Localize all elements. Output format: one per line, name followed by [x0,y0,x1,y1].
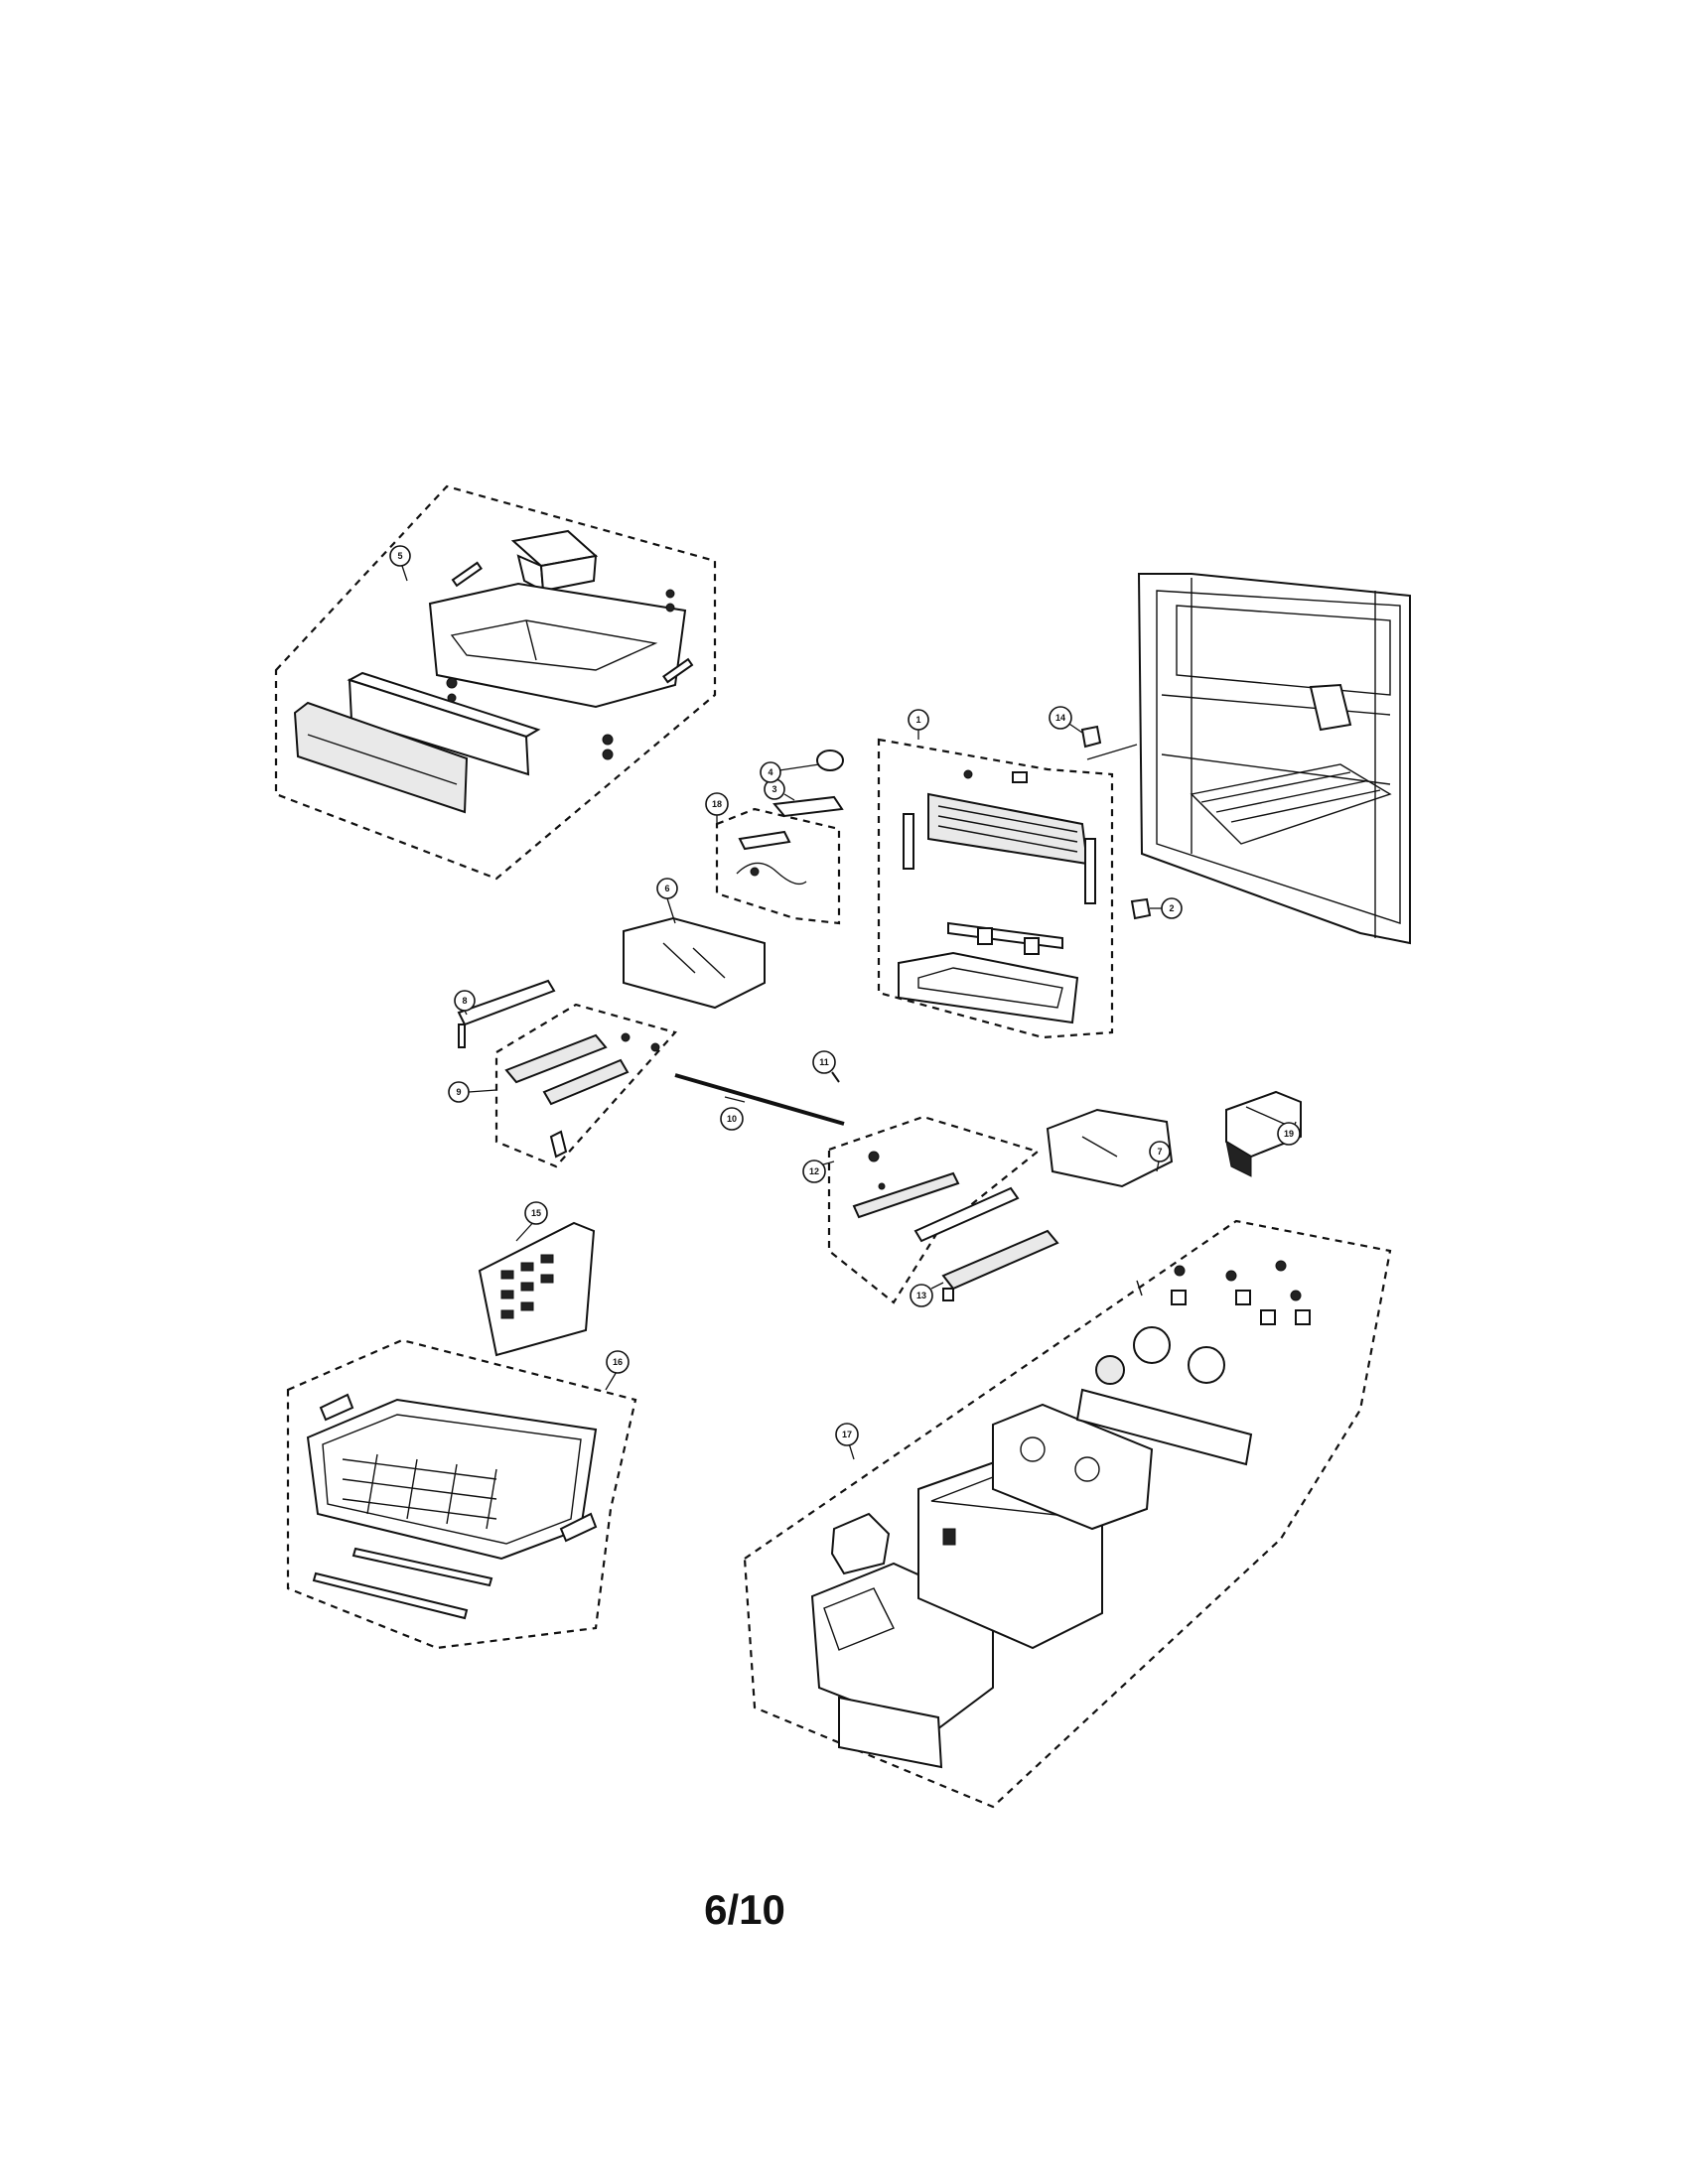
part-6-cover [623,916,766,1010]
assembly-18 [715,807,841,925]
callout-6: 6 [656,878,678,899]
assembly-5-upper-drawer [274,484,717,881]
callout-8: 8 [454,990,476,1012]
svg-text:13: 13 [916,1291,926,1300]
callouts: 1 2 3 4 5 6 7 8 9 10 11 12 13 14 15 16 1… [389,545,1301,1446]
callout-1: 1 [908,709,929,731]
callout-5: 5 [389,545,411,567]
assembly-1-evaporator [877,738,1114,1039]
svg-text:11: 11 [819,1057,829,1067]
assembly-17-door [743,1219,1392,1809]
svg-text:15: 15 [531,1208,541,1218]
callout-2: 2 [1161,897,1183,919]
svg-text:10: 10 [727,1114,737,1124]
callout-15: 15 [524,1201,548,1225]
refrigerator-cabinet [1137,573,1411,945]
callout-7: 7 [1149,1141,1171,1162]
parts-8-9-rails [457,979,677,1168]
svg-text:18: 18 [712,799,722,809]
parts-3-4 [772,750,844,818]
svg-text:16: 16 [613,1357,623,1367]
assembly-16-basket [286,1338,637,1650]
svg-text:5: 5 [397,551,402,561]
part-7-cover [1046,1108,1174,1188]
page-number: 6/10 [704,1886,785,1933]
callout-12: 12 [802,1160,826,1183]
part-15-divider [478,1221,596,1357]
svg-text:12: 12 [809,1166,819,1176]
part-11-screw [831,1071,840,1083]
callout-11: 11 [812,1050,836,1074]
svg-text:1: 1 [915,715,920,725]
assembly-12 [827,1115,1059,1304]
callout-13: 13 [910,1284,933,1307]
callout-14: 14 [1049,706,1072,730]
svg-text:9: 9 [456,1087,461,1097]
parts-14-2 [1080,725,1152,920]
svg-text:14: 14 [1055,713,1065,723]
svg-text:6: 6 [664,884,669,893]
callout-16: 16 [606,1350,630,1374]
svg-text:7: 7 [1157,1147,1162,1157]
svg-text:3: 3 [772,784,776,794]
part-10-rod [674,1073,845,1126]
svg-text:17: 17 [842,1430,852,1439]
callout-4: 4 [760,761,781,783]
callout-10: 10 [720,1107,744,1131]
callout-9: 9 [448,1081,470,1103]
svg-text:19: 19 [1284,1129,1294,1139]
callout-17: 17 [835,1423,859,1446]
callout-19: 19 [1277,1122,1301,1146]
svg-text:2: 2 [1169,903,1174,913]
callout-18: 18 [705,792,729,816]
svg-text:8: 8 [462,996,467,1006]
svg-text:4: 4 [768,767,772,777]
